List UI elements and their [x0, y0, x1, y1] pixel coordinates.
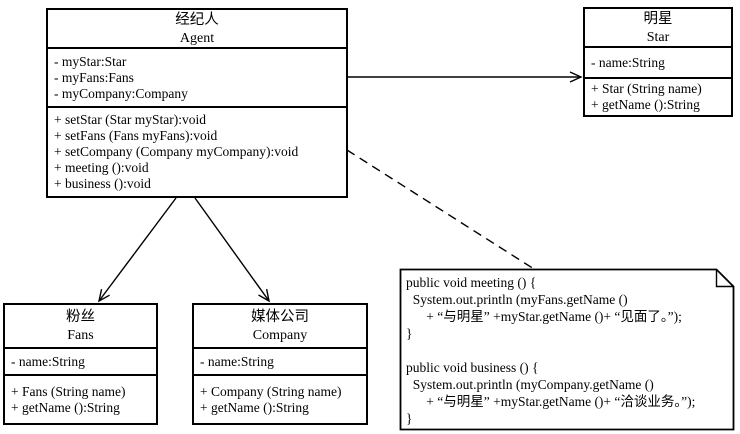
code-line: public void business () { [406, 360, 539, 375]
class-title-agent: 经纪人 Agent [48, 10, 346, 49]
class-attributes-star: - name:String [585, 48, 731, 79]
class-box-fans: 粉丝 Fans - name:String + Fans (String nam… [3, 303, 158, 425]
class-box-star: 明星 Star - name:String + Star (String nam… [583, 7, 733, 117]
method-row: + meeting ():void [54, 160, 149, 175]
class-attributes-company: - name:String [194, 349, 366, 376]
class-name-en: Star [646, 29, 670, 45]
code-line: } [406, 326, 413, 341]
method-row: + Company (String name) [200, 383, 342, 399]
class-title-fans: 粉丝 Fans [5, 305, 156, 349]
attribute-row: - name:String [200, 353, 274, 369]
class-name-cn: 明星 [643, 10, 673, 27]
method-row: + business ():void [54, 176, 151, 191]
class-methods-company: + Company (String name) + getName ():Str… [194, 376, 366, 423]
method-row: + getName ():String [11, 399, 120, 415]
code-line: System.out.println (myCompany.getName () [406, 377, 654, 392]
class-methods-star: + Star (String name) + getName ():String [585, 79, 731, 115]
association-agent-fans [97, 197, 177, 303]
class-box-agent: 经纪人 Agent - myStar:Star - myFans:Fans - … [46, 8, 348, 198]
method-row: + getName ():String [591, 97, 700, 112]
class-methods-fans: + Fans (String name) + getName ():String [5, 376, 156, 423]
uml-note-code: public void meeting () { System.out.prin… [406, 274, 730, 427]
class-title-star: 明星 Star [585, 9, 731, 48]
method-row: + getName ():String [200, 399, 309, 415]
method-row: + Fans (String name) [11, 383, 126, 399]
attribute-row: - myCompany:Company [54, 85, 188, 101]
class-name-en: Company [252, 328, 308, 343]
association-agent-company [194, 197, 270, 303]
method-row: + setFans (Fans myFans):void [54, 128, 218, 143]
class-methods-agent: + setStar (Star myStar):void + setFans (… [48, 108, 346, 196]
attribute-row: - myStar:Star [54, 53, 127, 69]
code-line [406, 342, 730, 359]
code-line: System.out.println (myFans.getName () [406, 292, 628, 307]
code-line: public void meeting () { [406, 275, 537, 290]
method-row: + setCompany (Company myCompany):void [54, 144, 299, 159]
method-row: + Star (String name) [591, 81, 702, 96]
code-line: + “与明星” +myStar.getName ()+ “洽谈业务。”); [406, 394, 696, 409]
class-box-company: 媒体公司 Company - name:String + Company (St… [192, 303, 368, 425]
note-fold-corner [715, 269, 734, 288]
attribute-row: - name:String [591, 54, 665, 70]
class-attributes-fans: - name:String [5, 349, 156, 376]
method-row: + setStar (Star myStar):void [54, 112, 206, 127]
attribute-row: - name:String [11, 353, 85, 369]
class-name-cn: 经纪人 [175, 11, 219, 28]
class-name-cn: 媒体公司 [251, 309, 309, 325]
class-name-en: Fans [67, 328, 94, 343]
code-line: } [406, 411, 413, 426]
code-line: + “与明星” +myStar.getName ()+ “见面了。”); [406, 309, 682, 324]
class-attributes-agent: - myStar:Star - myFans:Fans - myCompany:… [48, 49, 346, 108]
class-title-company: 媒体公司 Company [194, 305, 366, 349]
note-shape [399, 268, 735, 431]
attribute-row: - myFans:Fans [54, 69, 134, 85]
note-anchor-dashed-line [346, 149, 535, 270]
class-name-en: Agent [179, 30, 215, 46]
class-name-cn: 粉丝 [66, 309, 95, 325]
